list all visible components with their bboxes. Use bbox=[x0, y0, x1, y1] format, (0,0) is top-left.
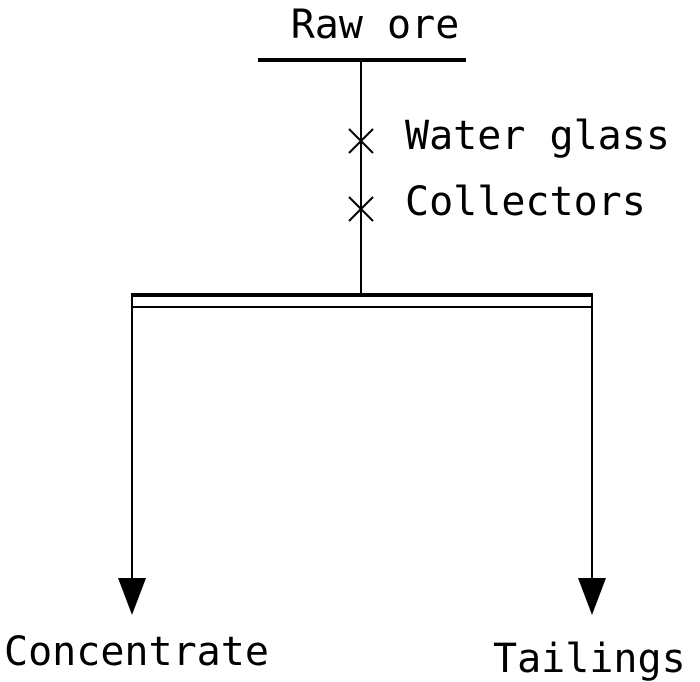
reagent-mark-water-glass bbox=[348, 128, 374, 154]
reagent-mark-collectors bbox=[348, 196, 374, 222]
reagent-label-collectors: Collectors bbox=[405, 179, 646, 225]
tailings-arrowhead bbox=[578, 578, 606, 615]
concentrate-arrowhead bbox=[118, 578, 146, 615]
reagent-label-water-glass: Water glass bbox=[405, 113, 670, 159]
feed-label: Raw ore bbox=[291, 2, 460, 48]
flotation-cell bbox=[131, 293, 593, 308]
tailings-label: Tailings bbox=[493, 636, 686, 682]
concentrate-label: Concentrate bbox=[4, 629, 269, 675]
